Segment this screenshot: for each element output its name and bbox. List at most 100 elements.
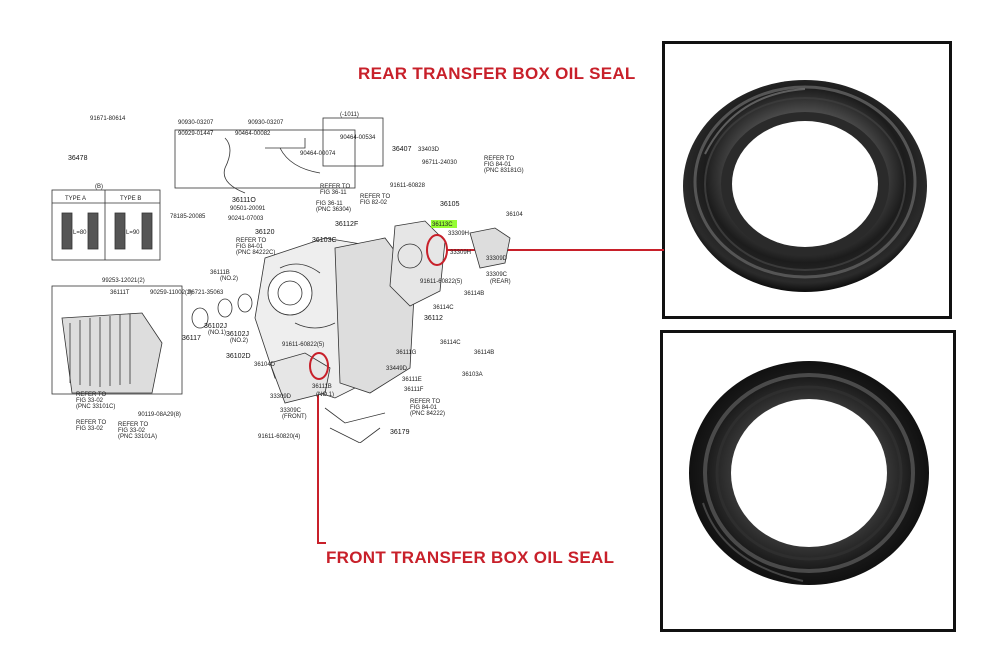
label-36111f: 36111F [404,387,424,393]
label-36104: 36104 [506,212,523,218]
label-36111t: 36111T [110,290,130,296]
label-33309c2: 33309C [280,408,302,414]
label-90501: 90501-20091 [230,206,266,212]
seal-inner-hole [731,399,887,547]
ref2-d: (PNC 36304) [316,207,351,213]
ref1-a: REFER TO [484,156,514,162]
label-33309c: 33309C [486,272,508,278]
label-36112f: 36112F [335,221,358,228]
label-91671: 91671-80614 [90,116,126,122]
ref4-b: FIG 84-01 [236,244,264,250]
label-type-b-len: L=90 [126,230,140,236]
label-36102j2: 36102J [226,331,249,338]
ref1-b: FIG 84-01 [484,162,512,168]
label-99253: 99253-12021(2) [102,278,145,284]
label-36102d: 36102D [226,353,251,360]
diagram-linework [51,117,511,443]
label-90929: 90929-01447 [178,131,214,137]
label-91611a: 91611-60828 [390,183,426,189]
rear-seal-photo [683,80,927,292]
label-33309d2: 33309D [270,394,292,400]
label-no1c: (NO.1) [316,392,334,398]
front-seal-title: FRONT TRANSFER BOX OIL SEAL [326,548,615,567]
label-no2b: (NO.2) [230,338,248,344]
label-36179: 36179 [390,429,410,436]
rear-seal-marker [426,234,448,266]
ref4-a: REFER TO [236,238,266,244]
seal-inner-hole [732,121,878,247]
label-90241: 90241-07003 [228,216,264,222]
front-seal-photo-frame [660,330,956,632]
label-36111o: 36111O [232,197,256,204]
label-36111e: 36111E [402,377,422,383]
ref5-a: REFER TO [410,399,440,405]
parts-diagram: 91671-80614 36478 90930-03207 90930-0320… [51,112,524,443]
label-type-a: TYPE A [65,196,86,202]
label-36114b: 36114B [464,291,484,297]
label-36114c2: 36114C [440,340,461,346]
label-78185: 78185-20085 [170,214,206,220]
label-36114b2: 36114B [474,350,494,356]
label-no1b: (NO.1) [208,330,226,336]
label-no2: (NO.2) [220,276,238,282]
rear-seal-title: REAR TRANSFER BOX OIL SEAL [358,64,636,83]
rear-seal-photo-frame [662,41,952,319]
label-91611b: 91611-60822(5) [420,279,462,285]
ref6-c: (PNC 33101C) [76,404,115,410]
label-36407: 36407 [392,146,412,153]
ref3-a: REFER TO [360,194,390,200]
label-36105: 36105 [440,201,460,208]
label-90930a: 90930-03207 [178,120,214,126]
label-top-box: (-1011) [340,112,359,118]
label-36102j: 36102J [204,323,227,330]
label-36120: 36120 [255,229,275,236]
label-36111b: 36111B [210,270,230,276]
label-96711: 96711-24030 [422,160,458,166]
label-36111g: 36111G [396,350,417,356]
label-36104d: 36104D [254,362,276,368]
ref7-a: REFER TO [118,422,148,428]
label-33449d: 33449D [386,366,408,372]
label-front: (FRONT) [282,414,307,420]
ref5-c: (PNC 84222) [410,411,445,417]
label-91611c: 91611-60822(5) [282,342,324,348]
diagram-labels: 91671-80614 36478 90930-03207 90930-0320… [65,112,524,440]
label-36103a: 36103A [462,372,483,378]
label-90464c: 90464-00074 [300,151,336,157]
label-90930b: 90930-03207 [248,120,284,126]
ref5-b: FIG 84-01 [410,405,438,411]
highlight-36113c [431,220,457,228]
label-type-box-header: (B) [95,184,103,190]
label-90464a: 90464-00082 [235,131,271,137]
label-96721: 96721-35063 [188,290,224,296]
ref7-b: FIG 33-02 [118,428,146,434]
label-36103c: 36103C [312,237,337,244]
label-33309h2: 33309H [450,250,471,256]
label-36117: 36117 [182,335,201,342]
ref7-c: (PNC 33101A) [118,434,157,440]
label-90259: 90259-11002(2) [150,290,192,296]
label-36111b3: 36111B [312,384,332,390]
ref2-a: REFER TO [320,184,350,190]
label-36114c: 36114C [433,305,454,311]
label-90464b: 90464-00534 [340,135,376,141]
ref2-b: FIG 36-11 [320,190,347,196]
label-91611d: 91611-60820(4) [258,434,300,440]
label-36113c: 36113C [432,222,453,228]
ref8-b: FIG 33-02 [76,426,104,432]
front-seal-marker [309,352,329,380]
front-seal-photo [689,361,929,585]
ref4-c: (PNC 84222C) [236,250,275,256]
label-type-a-len: L=80 [73,230,87,236]
ref3-b: FIG 82-02 [360,200,388,206]
ref2-c: FIG 36-11 [316,201,343,207]
ref6-b: FIG 33-02 [76,398,104,404]
label-type-b: TYPE B [120,196,141,202]
label-33403d: 33403D [418,147,440,153]
label-33309h: 33309H [448,231,469,237]
front-connector-line [317,378,326,544]
ref6-a: REFER TO [76,392,106,398]
ref8-a: REFER TO [76,420,106,426]
label-36112: 36112 [424,315,443,322]
label-rear: (REAR) [490,279,511,285]
